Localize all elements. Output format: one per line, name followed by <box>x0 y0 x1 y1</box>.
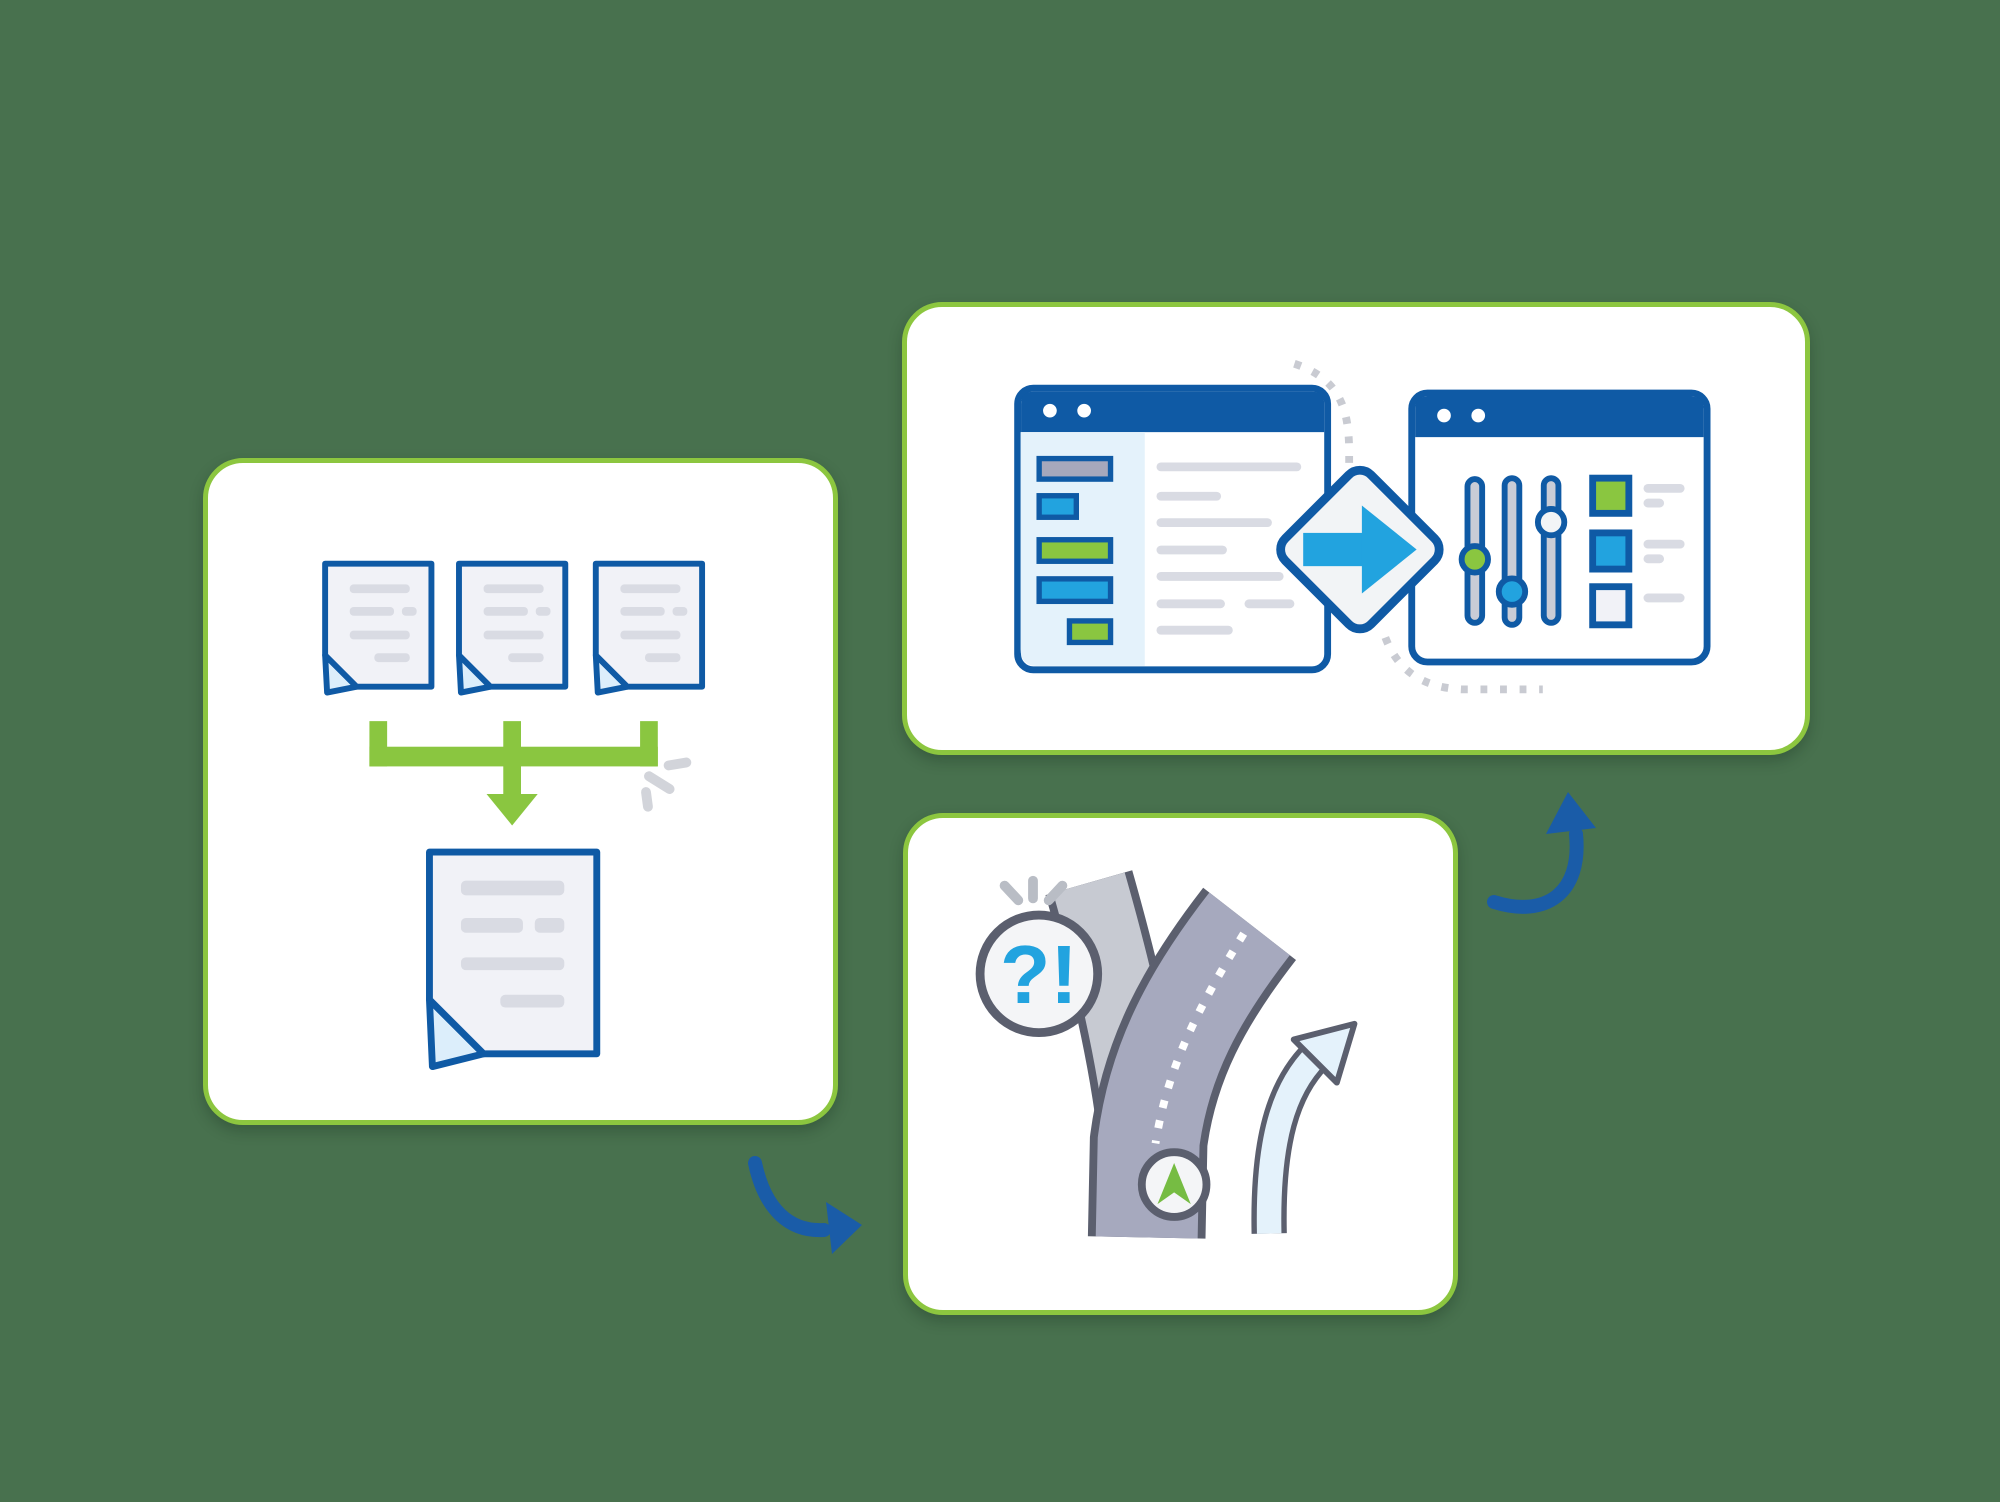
merge-arrow-icon <box>369 721 658 826</box>
text-lines-placeholder <box>1643 484 1685 603</box>
settings-window <box>1408 389 1711 666</box>
window-dot-icon <box>1437 408 1451 423</box>
setting-swatches <box>1589 474 1633 629</box>
document-icon <box>322 560 435 696</box>
text-lines-placeholder <box>483 584 551 663</box>
browser-window <box>1014 384 1332 674</box>
window-dot-icon <box>1471 408 1486 423</box>
sparkle-icon <box>999 875 1068 906</box>
road-branch-right <box>1087 887 1297 1239</box>
text-lines-placeholder <box>1156 462 1302 635</box>
dotted-path <box>1293 360 1543 694</box>
window-dot-icon <box>1043 403 1057 418</box>
fork-in-road-card: ?! <box>903 813 1458 1315</box>
documents-merge-icon <box>322 560 706 1071</box>
merged-document-icon <box>426 848 601 1071</box>
alert-label: ?! <box>1000 929 1078 1021</box>
sparkle-icon <box>641 757 692 812</box>
slider-icon <box>1458 475 1568 628</box>
merge-documents-card <box>203 458 838 1125</box>
sidebar-items <box>1036 455 1114 646</box>
document-icon <box>592 560 706 696</box>
text-lines-placeholder <box>349 584 417 663</box>
window-titlebar <box>1415 396 1704 438</box>
text-lines-placeholder <box>620 584 688 663</box>
diamond-transform-icon <box>1276 465 1444 634</box>
question-alert-icon: ?! <box>975 910 1103 1038</box>
exit-arrow-icon <box>1251 1020 1358 1234</box>
curved-arrow-up-icon <box>1487 792 1596 914</box>
curved-arrow-down-right-icon <box>748 1156 862 1254</box>
window-dot-icon <box>1077 403 1091 418</box>
transform-windows-card <box>902 302 1810 755</box>
settings-transform-icon <box>1014 360 1711 694</box>
window-titlebar <box>1021 391 1325 433</box>
fork-road-icon: ?! <box>975 870 1358 1239</box>
navigation-arrow-icon <box>1137 1148 1211 1221</box>
arrow-right-icon <box>1303 505 1417 594</box>
text-lines-placeholder <box>460 880 565 1008</box>
document-icon <box>456 560 569 696</box>
